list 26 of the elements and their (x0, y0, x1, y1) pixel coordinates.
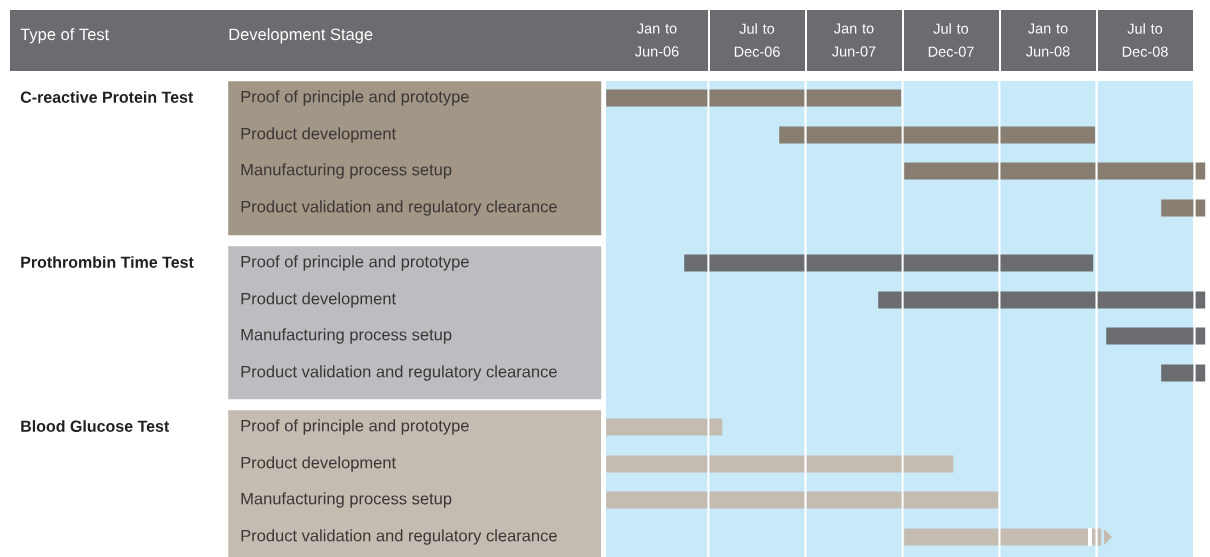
test-name: Blood Glucose Test (21, 420, 170, 432)
node-label: Product validation and regulatory clearance (241, 529, 557, 545)
node-label: Proof of principle and prototype (241, 255, 469, 271)
node-label: Product development (241, 292, 396, 308)
stage-panel: Proof of principle and prototype Product development Manufacturing process setup Product validation and regulatory clearance (228, 246, 602, 400)
stage-panel: Proof of principle and prototype Product development Manufacturing process setup Product validation and regulatory clearance (228, 81, 602, 236)
node-label: Product validation and regulatory clearance (241, 365, 557, 381)
column-heading: Type of Test (20, 28, 110, 44)
node-label: Product validation and regulatory clearance (241, 200, 557, 216)
column-heading: Development Stage (229, 28, 373, 44)
test-name: Prothrombin Time Test (21, 256, 194, 268)
period-heading: Jul to Dec-06 (734, 23, 780, 57)
node-label: Proof of principle and prototype (241, 419, 469, 435)
node-label: Manufacturing process setup (241, 328, 452, 344)
period-heading: Jul to Dec-08 (1122, 23, 1168, 57)
period-heading: Jul to Dec-07 (928, 23, 974, 57)
node-label: Product development (241, 127, 396, 143)
test-name: C-reactive Protein Test (20, 91, 194, 103)
node-label: Manufacturing process setup (241, 163, 452, 179)
node-label: Product development (241, 456, 396, 472)
node-label: Manufacturing process setup (241, 492, 452, 508)
period-heading: Jan to Jun-07 (832, 23, 876, 57)
stage-panel: Proof of principle and prototype Product development Manufacturing process setup Product validation and regulatory clearance (228, 410, 602, 557)
period-heading: Jan to Jun-06 (635, 23, 679, 57)
period-heading: Jan to Jun-08 (1026, 23, 1070, 57)
node-label: Proof of principle and prototype (241, 90, 469, 106)
